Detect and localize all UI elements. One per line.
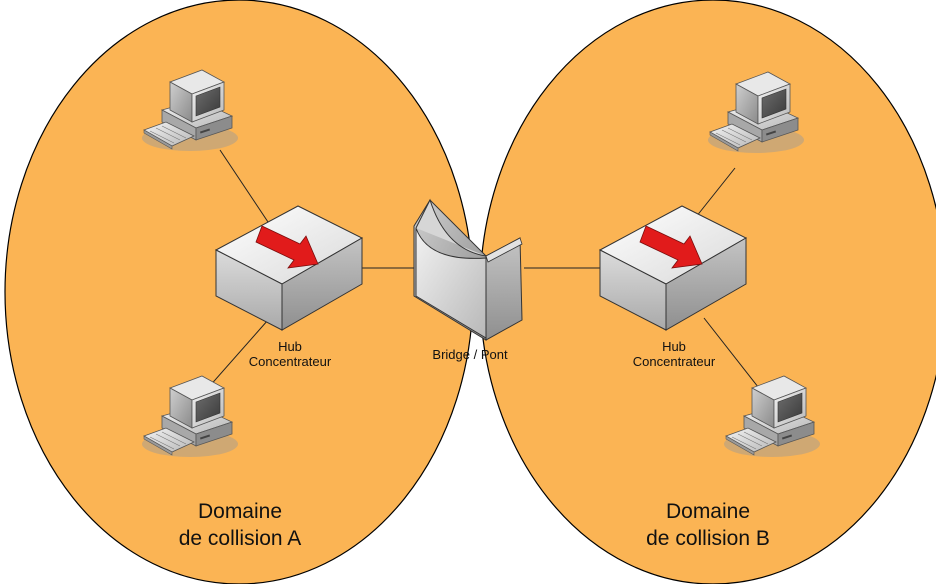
hub-label-a: Hub Concentrateur (238, 339, 342, 370)
bridge-icon (413, 198, 523, 341)
hub-label-line1: Hub (278, 339, 302, 354)
hub-label-b: Hub Concentrateur (622, 339, 726, 370)
hub-label-line1: Hub (662, 339, 686, 354)
connection-lines (207, 149, 763, 393)
hub-label-line2: Concentrateur (248, 353, 332, 369)
domain-a-line2: de collision A (178, 527, 302, 551)
domain-a-line1: Domaine (197, 500, 283, 523)
domain-a-label: Domaine de collision A (160, 498, 320, 553)
domain-b-line1: Domaine (665, 500, 751, 523)
hub-label-line2: Concentrateur (632, 353, 716, 369)
domain-b-line2: de collision B (646, 527, 770, 551)
domain-b-label: Domaine de collision B (628, 498, 788, 553)
bridge-label: Bridge / Pont (432, 347, 508, 362)
